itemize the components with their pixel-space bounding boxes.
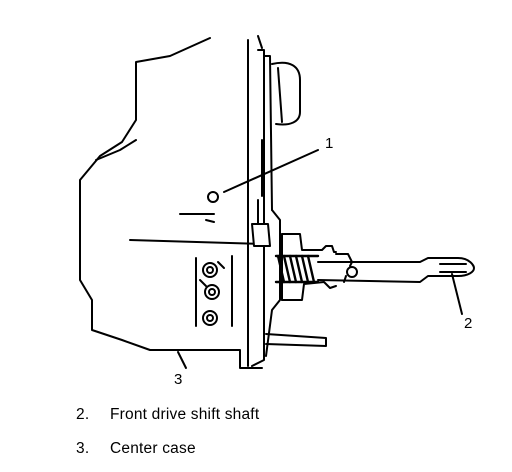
- spring-coil: [274, 254, 320, 284]
- legend-item: 2. Front drive shift shaft: [76, 404, 496, 426]
- case-flange: [247, 39, 281, 367]
- legend-number: 2.: [76, 406, 90, 423]
- legend-number: 3.: [76, 440, 90, 457]
- callout-3: 3: [174, 371, 183, 388]
- legend-text: Front drive shift shaft: [110, 406, 260, 423]
- leader-line-3: [177, 351, 187, 369]
- leader-line-2: [451, 273, 463, 315]
- top-boss: [271, 61, 301, 126]
- transfer-case-diagram: [79, 35, 475, 369]
- reference-line: [129, 239, 263, 245]
- legend-item: 3. Center case: [76, 438, 496, 460]
- front-drive-shift-shaft: [317, 253, 475, 283]
- lower-bracket: [265, 333, 327, 347]
- callout-2: 2: [464, 315, 473, 332]
- center-case-outline: [79, 35, 263, 369]
- bolt-cluster: [195, 255, 233, 327]
- plug-hole: [179, 191, 219, 223]
- legend-text: Center case: [110, 440, 196, 457]
- callout-1: 1: [325, 135, 334, 152]
- legend: 2. Front drive shift shaft 3. Center cas…: [76, 404, 496, 472]
- leader-line-1: [223, 149, 319, 193]
